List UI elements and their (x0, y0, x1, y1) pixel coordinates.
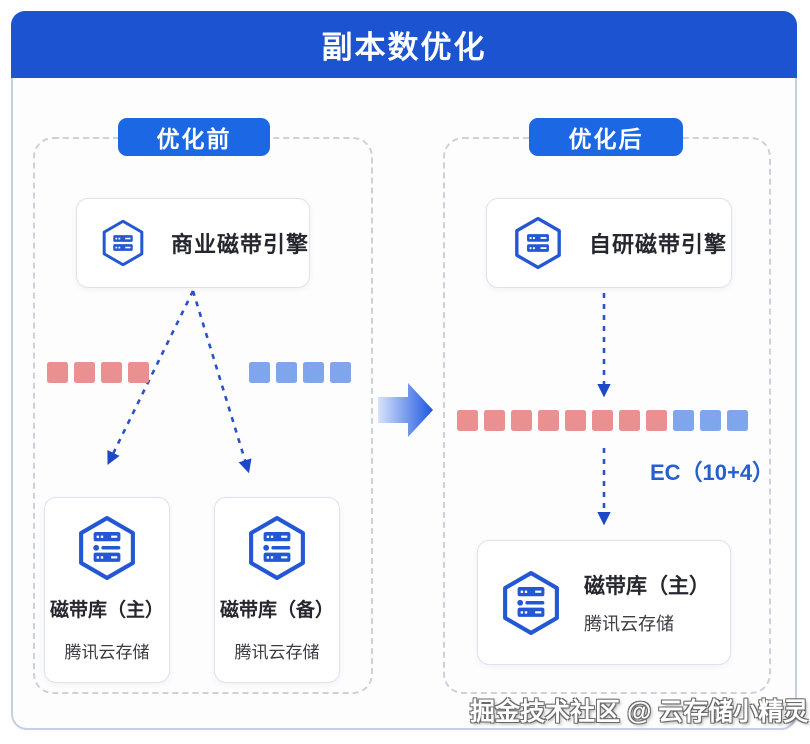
data-block (484, 410, 505, 431)
after-primary-library-box: 磁带库（主） 腾讯云存储 (477, 540, 731, 665)
data-block (330, 362, 351, 383)
data-block (619, 410, 640, 431)
data-block (303, 362, 324, 383)
before-red-replica-blocks (47, 362, 149, 383)
data-block (565, 410, 586, 431)
before-engine-label: 商业磁带引擎 (170, 232, 309, 257)
before-primary-library-box: 磁带库（主） 腾讯云存储 (44, 497, 170, 683)
before-badge: 优化前 (118, 118, 270, 156)
data-block (592, 410, 613, 431)
after-ec-stripe (457, 410, 748, 431)
hexagon-server-stack-icon (503, 570, 559, 635)
data-block (700, 410, 721, 431)
data-block (47, 362, 68, 383)
watermark: 掘金技术社区 @ 云存储小精灵 (470, 698, 809, 726)
library-title: 磁带库（备） (219, 600, 334, 621)
before-blue-replica-blocks (249, 362, 351, 383)
ec-label: EC（10+4） (650, 460, 775, 485)
library-title: 磁带库（主） (584, 574, 710, 598)
hexagon-server-stack-icon (79, 516, 135, 580)
data-block (727, 410, 748, 431)
before-engine-box: 商业磁带引擎 (76, 198, 310, 288)
data-block (74, 362, 95, 383)
after-data-blocks (457, 410, 667, 431)
after-badge: 优化后 (529, 118, 683, 156)
library-subtitle: 腾讯云存储 (584, 613, 674, 634)
data-block (538, 410, 559, 431)
data-block (511, 410, 532, 431)
library-title: 磁带库（主） (49, 600, 164, 621)
data-block (128, 362, 149, 383)
page-title: 副本数优化 (321, 30, 487, 65)
data-block (249, 362, 270, 383)
after-engine-label: 自研磁带引擎 (589, 232, 728, 257)
hexagon-server-icon (515, 216, 561, 270)
hexagon-server-stack-icon (249, 516, 305, 580)
after-engine-box: 自研磁带引擎 (486, 198, 732, 288)
data-block (646, 410, 667, 431)
library-subtitle: 腾讯云存储 (234, 643, 320, 662)
data-block (101, 362, 122, 383)
data-block (673, 410, 694, 431)
data-block (276, 362, 297, 383)
header-bar: 副本数优化 (11, 11, 797, 78)
hexagon-server-icon (102, 219, 144, 267)
library-subtitle: 腾讯云存储 (64, 643, 150, 662)
after-parity-blocks (673, 410, 748, 431)
before-backup-library-box: 磁带库（备） 腾讯云存储 (214, 497, 340, 683)
data-block (457, 410, 478, 431)
